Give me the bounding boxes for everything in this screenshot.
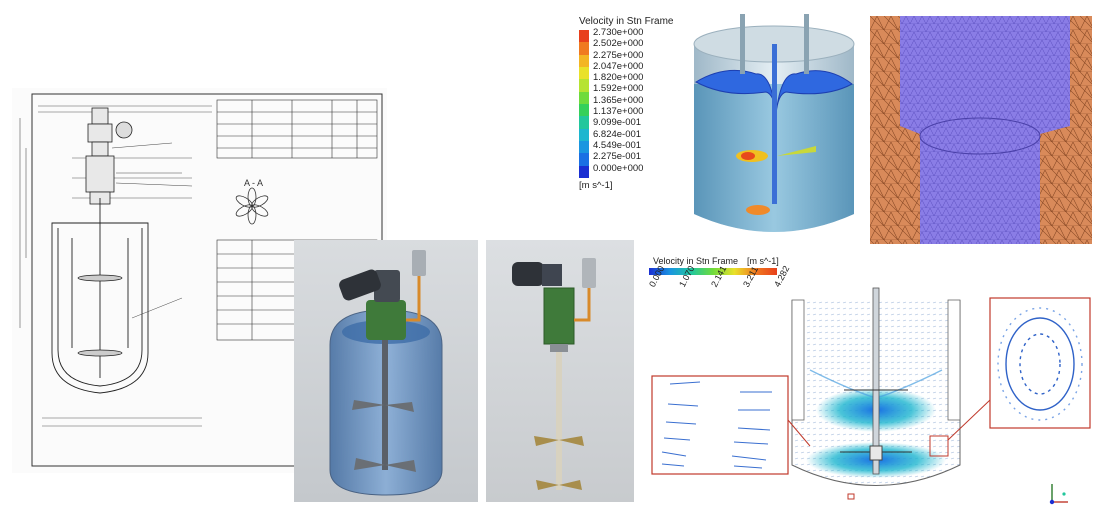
cfd-velocity-vectors — [650, 270, 1094, 510]
drive-frame — [543, 287, 575, 345]
legend-tick: 2.047e+000 — [593, 60, 644, 72]
gearbox — [542, 264, 562, 286]
baffle-right — [947, 299, 961, 421]
dimension-lines — [19, 105, 212, 427]
legend-colorbar — [579, 30, 589, 178]
shaft-seat-mesh — [919, 117, 1041, 155]
seal-pot — [412, 250, 426, 276]
drive-assembly — [85, 107, 133, 205]
impeller-blades — [534, 436, 584, 490]
legend-unit: [m s^-1] — [747, 256, 779, 266]
legend-colorbar — [649, 268, 777, 275]
upper-impeller-core — [741, 152, 755, 160]
coupling — [550, 344, 568, 352]
baffle-right — [804, 14, 809, 74]
vessel-outline — [51, 198, 149, 394]
tank-render-svg — [329, 250, 443, 496]
legend-tick: 2.502e+000 — [593, 38, 644, 50]
legend-ticks: 2.730e+000 2.502e+000 2.275e+000 2.047e+… — [593, 27, 643, 174]
velocity-legend-bottom: Velocity in Stn Frame [m s^-1] — [645, 256, 785, 306]
cooling-pipe — [406, 276, 421, 322]
impeller-blades — [352, 400, 416, 472]
motor — [339, 269, 381, 301]
legend-tick: 1.592e+000 — [593, 83, 644, 95]
legend-title: Velocity in Stn Frame — [579, 16, 674, 27]
impellers — [77, 274, 123, 357]
legend-tick: 1.137e+000 — [593, 106, 644, 118]
legend-unit: [m s^-1] — [579, 180, 613, 191]
leader-lines — [111, 142, 193, 319]
legend-tick: 6.824e-001 — [593, 128, 642, 140]
baffle-left — [791, 299, 805, 421]
agitator-shaft — [382, 330, 388, 470]
section-label: A - A — [244, 178, 263, 188]
legend-tick: 2.275e-001 — [593, 151, 642, 163]
zoom-marker-left — [847, 493, 855, 500]
section-view: A - A — [235, 178, 269, 225]
baffle-left — [740, 14, 745, 74]
mesh-svg — [870, 16, 1092, 244]
shaft — [872, 287, 880, 475]
impeller-hub — [869, 445, 883, 461]
agitator-shaft — [556, 352, 562, 490]
spec-table-top — [216, 99, 378, 159]
cfd1-svg — [693, 14, 855, 232]
vortex-vectors-right — [997, 307, 1083, 421]
legend-tick: 1.365e+000 — [593, 94, 644, 106]
impeller-top-view — [235, 187, 269, 225]
gearbox — [374, 270, 400, 302]
zoom-marker-right — [929, 435, 949, 457]
motor — [512, 262, 544, 286]
upper-impeller-blade — [777, 146, 816, 156]
cooling-pipe — [574, 288, 591, 322]
axis-triad — [1049, 484, 1068, 505]
vector-arrows-left — [661, 381, 772, 469]
legend-tick: 9.099e-001 — [593, 117, 642, 129]
zoom-inset-left — [651, 375, 789, 475]
seal-pot — [582, 258, 596, 288]
legend-tick: 1.820e+000 — [593, 72, 644, 84]
cfd-free-surface-render — [686, 14, 862, 242]
free-surface-vortex — [694, 69, 853, 115]
legend-tick: 2.275e+000 — [593, 49, 644, 61]
agitator-render — [486, 240, 634, 502]
legend-tick: 4.549e-001 — [593, 139, 642, 151]
legend-tick: 0.000e+000 — [593, 162, 644, 174]
cfd2-svg — [651, 287, 1091, 505]
zoom-connector-left — [787, 419, 811, 447]
agitator-render-svg — [512, 258, 596, 490]
mounting-flange — [366, 300, 406, 340]
mesh-render — [870, 16, 1092, 244]
zoom-connector-right — [947, 399, 991, 441]
velocity-legend-top: Velocity in Stn Frame 2.730e+000 2.502e+… — [575, 14, 685, 194]
legend-title: Velocity in Stn Frame — [653, 256, 739, 266]
lower-impeller — [746, 205, 770, 215]
legend-tick: 2.730e+000 — [593, 27, 644, 38]
agitator-tank-render — [294, 240, 478, 502]
shaft — [772, 44, 777, 204]
